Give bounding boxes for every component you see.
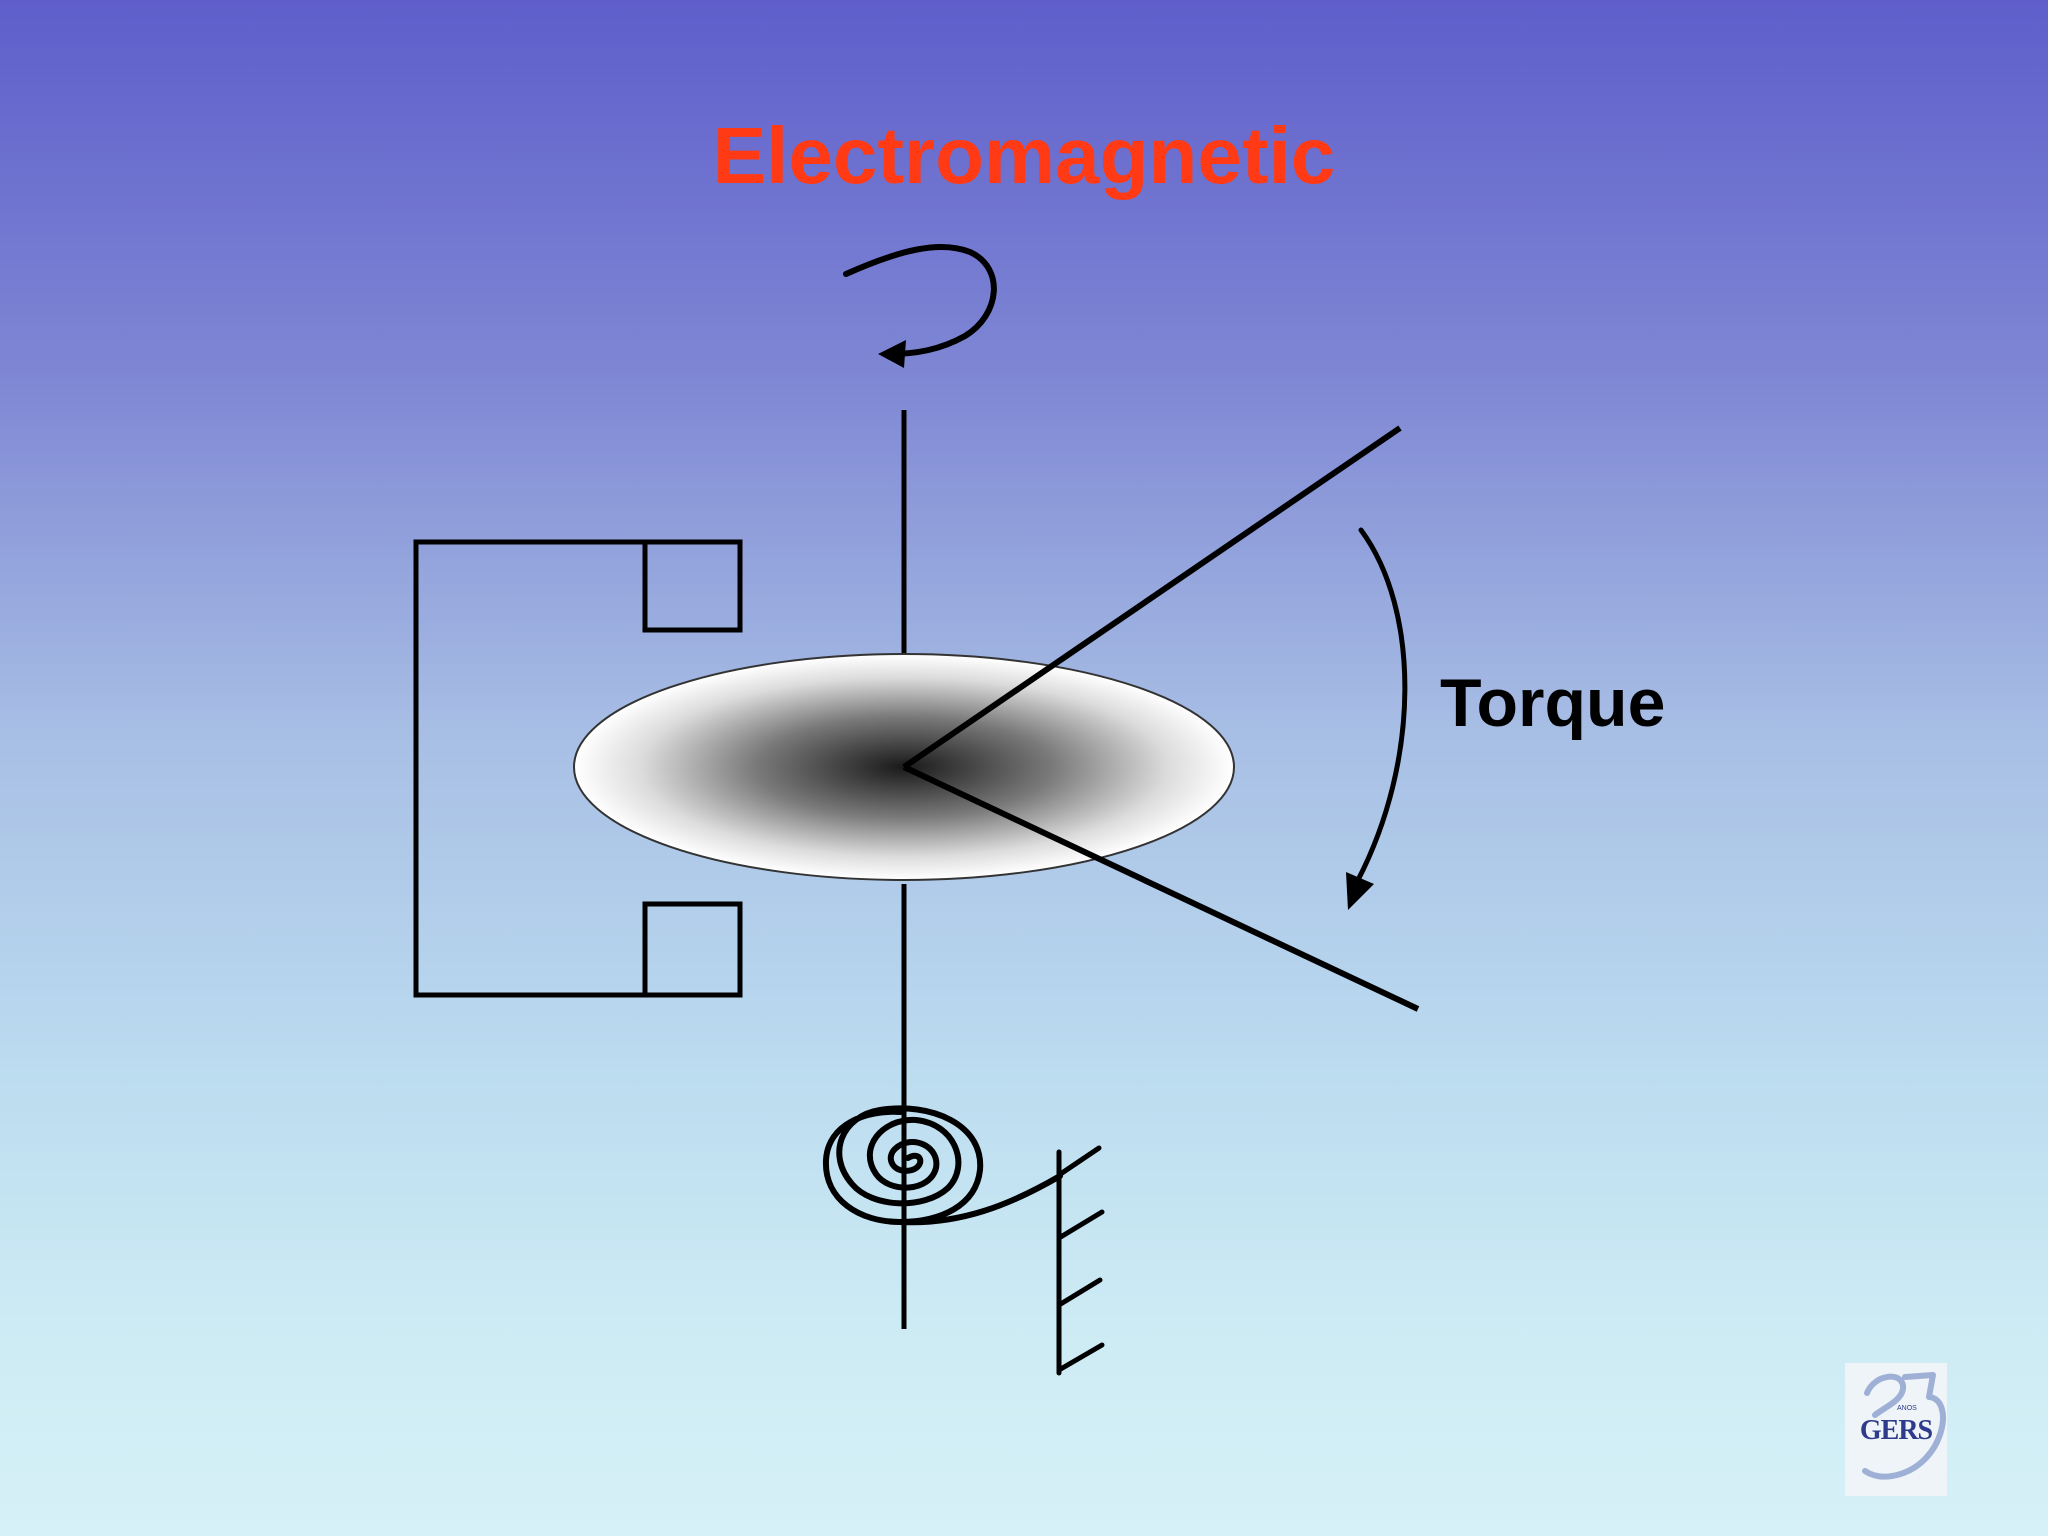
torque-label: Torque	[1440, 665, 1665, 741]
slide-title: Electromagnetic	[712, 111, 1336, 200]
gers-logo: ANOS GERS	[1845, 1363, 1947, 1496]
coil-upper	[642, 539, 743, 633]
spiral-spring	[822, 1105, 1063, 1226]
torque-line-upper	[902, 425, 1402, 770]
torque-line-lower	[902, 764, 1420, 1012]
magnet-core	[413, 539, 743, 998]
logo-years-caption: ANOS	[1897, 1405, 1917, 1412]
logo-25-mark	[1862, 1372, 1946, 1480]
torque-arrow	[1346, 527, 1408, 910]
fixed-anchor	[1056, 1145, 1105, 1376]
coil-lower	[642, 901, 743, 998]
rotation-arrow	[843, 244, 997, 368]
logo-brand: GERS	[1859, 1415, 1933, 1446]
